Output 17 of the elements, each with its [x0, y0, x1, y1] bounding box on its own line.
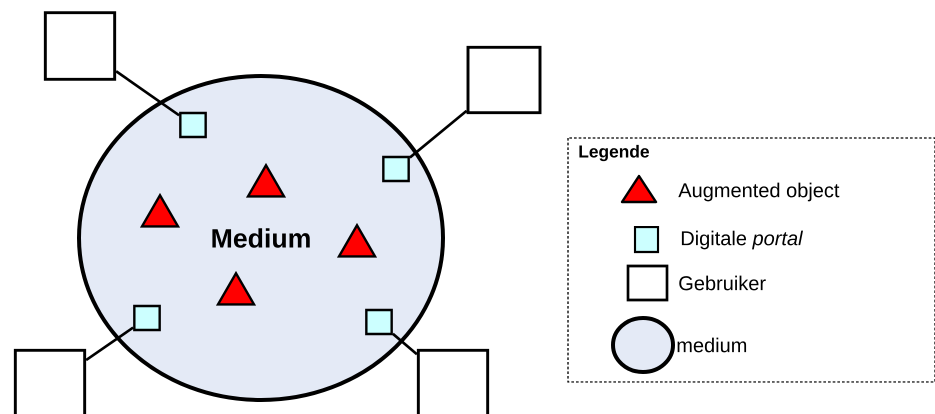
legend-text: Gebruiker	[679, 276, 766, 290]
user-box	[466, 46, 542, 114]
portal-square	[382, 156, 410, 182]
legend-text: Digitale portal	[682, 230, 803, 250]
portal-square	[133, 304, 161, 332]
connector-line	[115, 70, 180, 116]
user-box	[14, 348, 86, 414]
connector-line	[409, 110, 468, 159]
legend-text: medium	[678, 338, 746, 352]
user-box	[44, 11, 116, 81]
portal-square	[179, 112, 207, 138]
connector-line	[392, 332, 418, 356]
user-box	[416, 348, 490, 414]
legend-title: Legende	[579, 144, 649, 162]
legend-text: Augmented object	[678, 182, 840, 202]
connector-line	[85, 326, 134, 362]
portal-square	[365, 308, 393, 336]
